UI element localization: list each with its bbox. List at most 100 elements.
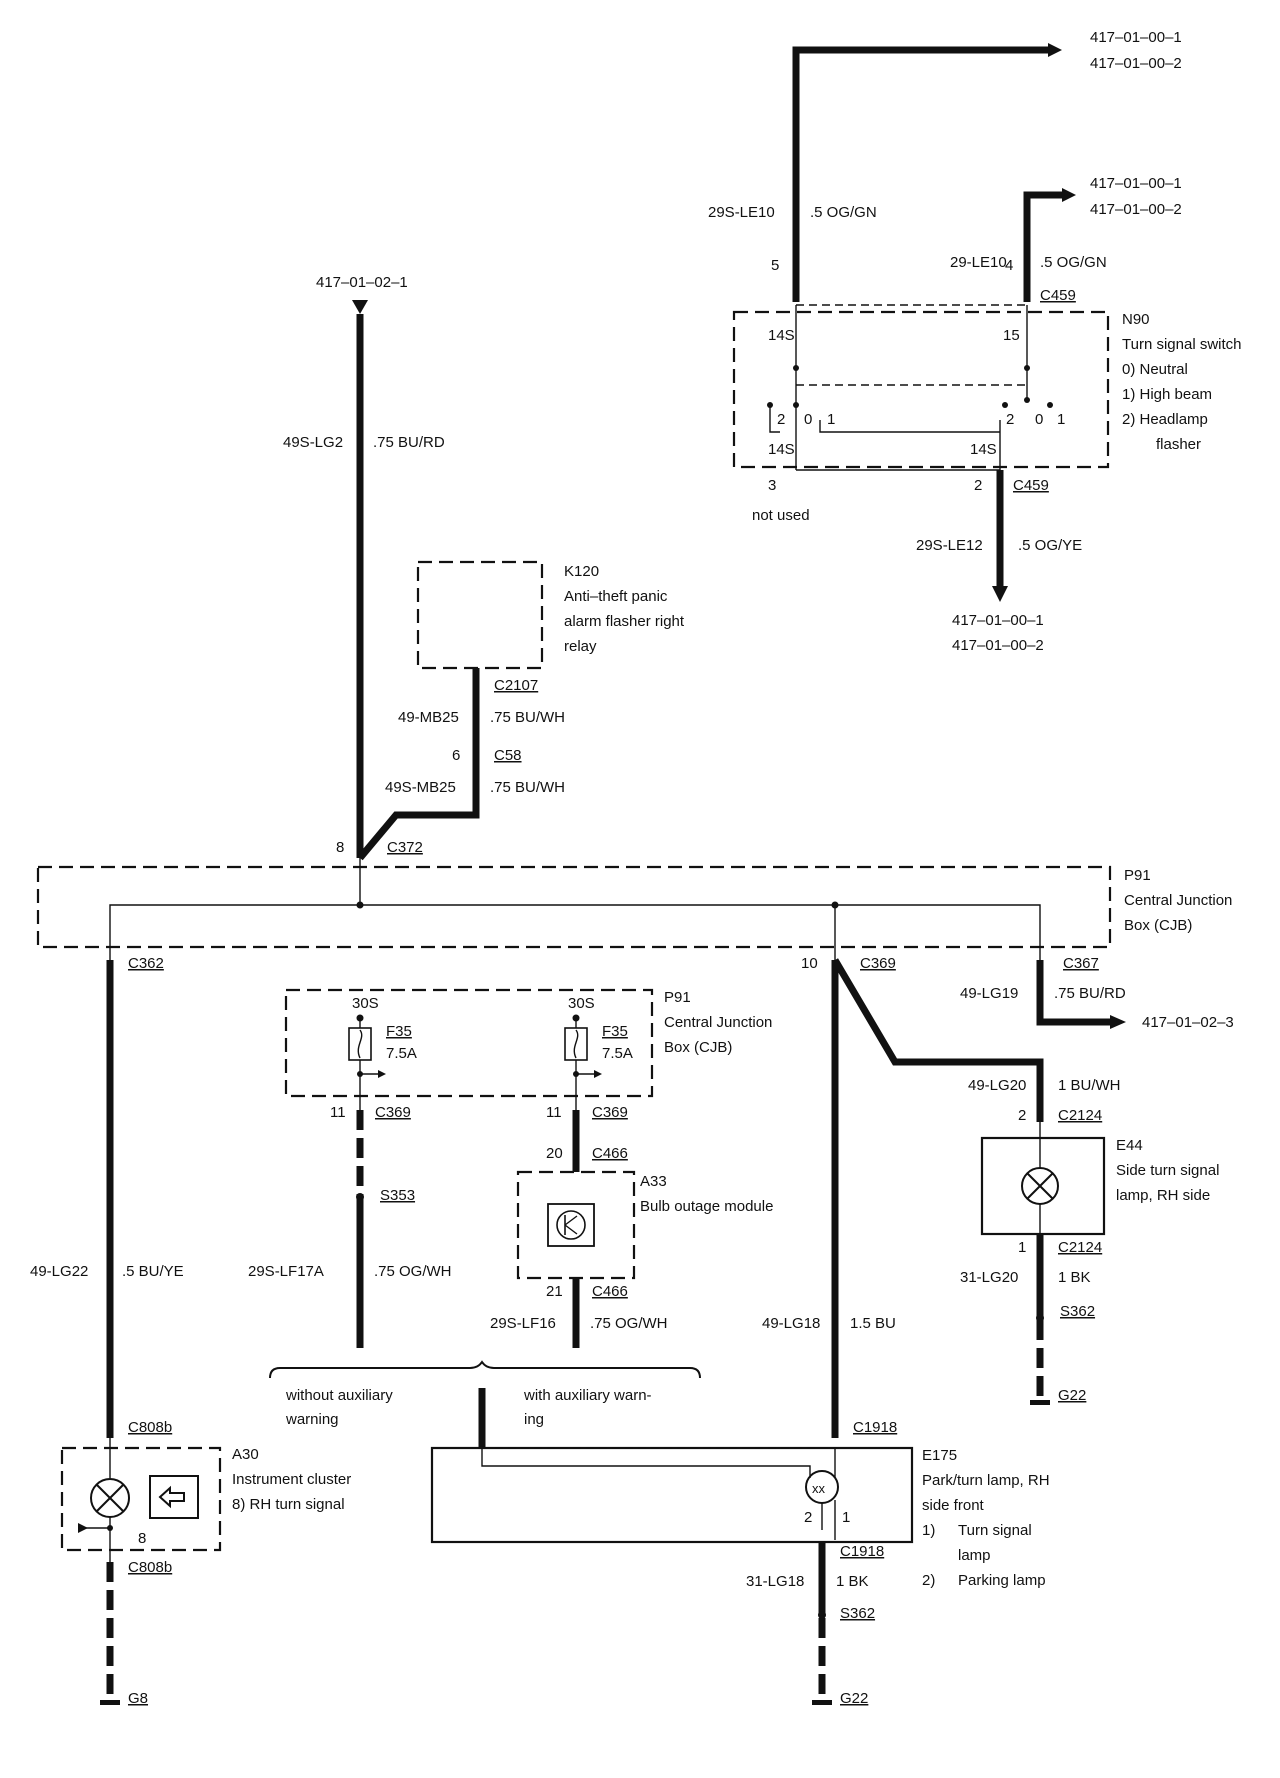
splice-s353: S353 bbox=[380, 1187, 415, 1204]
conn-c808b-bottom: C808b bbox=[128, 1559, 172, 1576]
k120-line-3: relay bbox=[564, 638, 597, 655]
e175-id: E175 bbox=[922, 1447, 957, 1464]
n90-id: N90 bbox=[1122, 311, 1150, 328]
splice-s362-center: S362 bbox=[840, 1605, 875, 1622]
wire-49-mb25 bbox=[357, 668, 480, 861]
conn-c2124-bottom: C2124 bbox=[1058, 1239, 1102, 1256]
label-29-le10-spec: .5 OG/GN bbox=[1040, 254, 1107, 271]
p91-inner-box bbox=[284, 988, 654, 1098]
wire-49-lg20 bbox=[831, 958, 1044, 1122]
label-49s-lg2: 49S-LG2 bbox=[283, 434, 343, 451]
a33-name: Bulb outage module bbox=[640, 1198, 773, 1215]
ref-right: 417–01–02–3 bbox=[1142, 1014, 1234, 1031]
pin-11-left: 11 bbox=[330, 1104, 346, 1121]
conn-c369: C369 bbox=[860, 955, 896, 972]
e175-pin-1: 1 bbox=[842, 1509, 850, 1526]
conn-c362: C362 bbox=[128, 955, 164, 972]
ref-top-2: 417–01–00–2 bbox=[1090, 55, 1182, 72]
e44-line-1: Side turn signal bbox=[1116, 1162, 1219, 1179]
fuse-right-rating: 7.5A bbox=[602, 1045, 633, 1062]
ref-bottom-1: 417–01–00–1 bbox=[952, 612, 1044, 629]
label-29s-lf16: 29S-LF16 bbox=[490, 1315, 556, 1332]
wire-49-lg19 bbox=[1036, 960, 1110, 1026]
conn-c466-bottom: C466 bbox=[592, 1283, 628, 1300]
ground-g22-right: G22 bbox=[1058, 1387, 1086, 1404]
conn-c2124-top: C2124 bbox=[1058, 1107, 1102, 1124]
sw-left-1: 1 bbox=[827, 411, 835, 428]
a30-id: A30 bbox=[232, 1446, 259, 1463]
k120-line-2: alarm flasher right bbox=[564, 613, 685, 630]
pin-10: 10 bbox=[801, 955, 818, 972]
arrow-left-ref bbox=[352, 300, 368, 314]
p91-line-1: Central Junction bbox=[1124, 892, 1232, 909]
pwr-30s-left: 30S bbox=[352, 995, 379, 1012]
a33-bulb-outage: 20 C466 A33 Bulb outage module 21 C466 2… bbox=[490, 1110, 773, 1348]
sw-right-1: 1 bbox=[1057, 411, 1065, 428]
label-31-lg20: 31-LG20 bbox=[960, 1269, 1018, 1286]
ground-g22-center: G22 bbox=[840, 1690, 868, 1707]
ref-mid-1: 417–01–00–1 bbox=[1090, 175, 1182, 192]
branch-49-lg20: 49-LG20 1 BU/WH 2 C2124 E44 Side turn si… bbox=[831, 958, 1219, 1405]
pin-21: 21 bbox=[546, 1283, 563, 1300]
pwr-30s-right: 30S bbox=[568, 995, 595, 1012]
a30-name: Instrument cluster bbox=[232, 1471, 351, 1488]
aux-brace: without auxiliary warning with auxiliary… bbox=[269, 1360, 701, 1448]
p91-id: P91 bbox=[1124, 867, 1151, 884]
p91-box bbox=[36, 865, 1112, 949]
label-49-lg18-spec: 1.5 BU bbox=[850, 1315, 896, 1332]
label-49-lg22: 49-LG22 bbox=[30, 1263, 88, 1280]
n90-mode-0: 0) Neutral bbox=[1122, 361, 1188, 378]
aux-without-2: warning bbox=[285, 1411, 339, 1428]
e44-line-2: lamp, RH side bbox=[1116, 1187, 1210, 1204]
label-49s-mb25-spec: .75 BU/WH bbox=[490, 779, 565, 796]
ref-bottom-2: 417–01–00–2 bbox=[952, 637, 1044, 654]
label-31-lg18: 31-LG18 bbox=[746, 1573, 804, 1590]
pin-2: 2 bbox=[974, 477, 982, 494]
aux-with-2: ing bbox=[524, 1411, 544, 1428]
e175-item-2: 2) bbox=[922, 1572, 935, 1589]
arrow-right-ref bbox=[1110, 1015, 1126, 1029]
p91-inner-id: P91 bbox=[664, 989, 691, 1006]
p91-inner-line-1: Central Junction bbox=[664, 1014, 772, 1031]
p91-inner-line-2: Box (CJB) bbox=[664, 1039, 732, 1056]
label-29s-lf17a: 29S-LF17A bbox=[248, 1263, 324, 1280]
n90-mode-2b: flasher bbox=[1156, 436, 1201, 453]
n90-mode-2: 2) Headlamp bbox=[1122, 411, 1208, 428]
label-29s-le12-spec: .5 OG/YE bbox=[1018, 537, 1082, 554]
pin-5: 5 bbox=[771, 257, 779, 274]
sw-left-0: 0 bbox=[804, 411, 812, 428]
conn-c367: C367 bbox=[1063, 955, 1099, 972]
not-used: not used bbox=[752, 507, 810, 524]
e175-line-1: Park/turn lamp, RH bbox=[922, 1472, 1050, 1489]
label-49-lg20-spec: 1 BU/WH bbox=[1058, 1077, 1121, 1094]
fuse-left-rating: 7.5A bbox=[386, 1045, 417, 1062]
e44-pin-2: 2 bbox=[1018, 1107, 1026, 1124]
wire-29-le10 bbox=[1023, 191, 1062, 302]
n90-box bbox=[732, 310, 1110, 469]
conn-c808b-top: C808b bbox=[128, 1419, 172, 1436]
pin-20: 20 bbox=[546, 1145, 563, 1162]
pin-6: 6 bbox=[452, 747, 460, 764]
label-31-lg18-spec: 1 BK bbox=[836, 1573, 869, 1590]
arrow-bottom-ref bbox=[992, 586, 1008, 602]
sw-right-2: 2 bbox=[1006, 411, 1014, 428]
splice-s362-right: S362 bbox=[1060, 1303, 1095, 1320]
a33-id: A33 bbox=[640, 1173, 667, 1190]
pin-14s-bl: 14S bbox=[768, 441, 795, 458]
conn-c1918-top: C1918 bbox=[853, 1419, 897, 1436]
label-29-le10: 29-LE10 bbox=[950, 254, 1007, 271]
e44-id: E44 bbox=[1116, 1137, 1143, 1154]
branch-49-lg22: 49-LG22 .5 BU/YE C808b 8 C808b G8 A30 In… bbox=[30, 960, 351, 1707]
k120-line-1: Anti–theft panic bbox=[564, 588, 668, 605]
label-29s-le10-spec: .5 OG/GN bbox=[810, 204, 877, 221]
k120-id: K120 bbox=[564, 563, 599, 580]
e175-item-2-label: Parking lamp bbox=[958, 1572, 1046, 1589]
label-49s-mb25: 49S-MB25 bbox=[385, 779, 456, 796]
k120-box bbox=[416, 560, 544, 670]
p91-line-2: Box (CJB) bbox=[1124, 917, 1192, 934]
label-49-lg19: 49-LG19 bbox=[960, 985, 1018, 1002]
branch-49-lg18: 49-LG18 1.5 BU C1918 xx 2 1 E175 Park/tu… bbox=[430, 960, 1050, 1707]
turn-indicator-icon bbox=[149, 1475, 199, 1519]
a30-item: 8) RH turn signal bbox=[232, 1496, 345, 1513]
